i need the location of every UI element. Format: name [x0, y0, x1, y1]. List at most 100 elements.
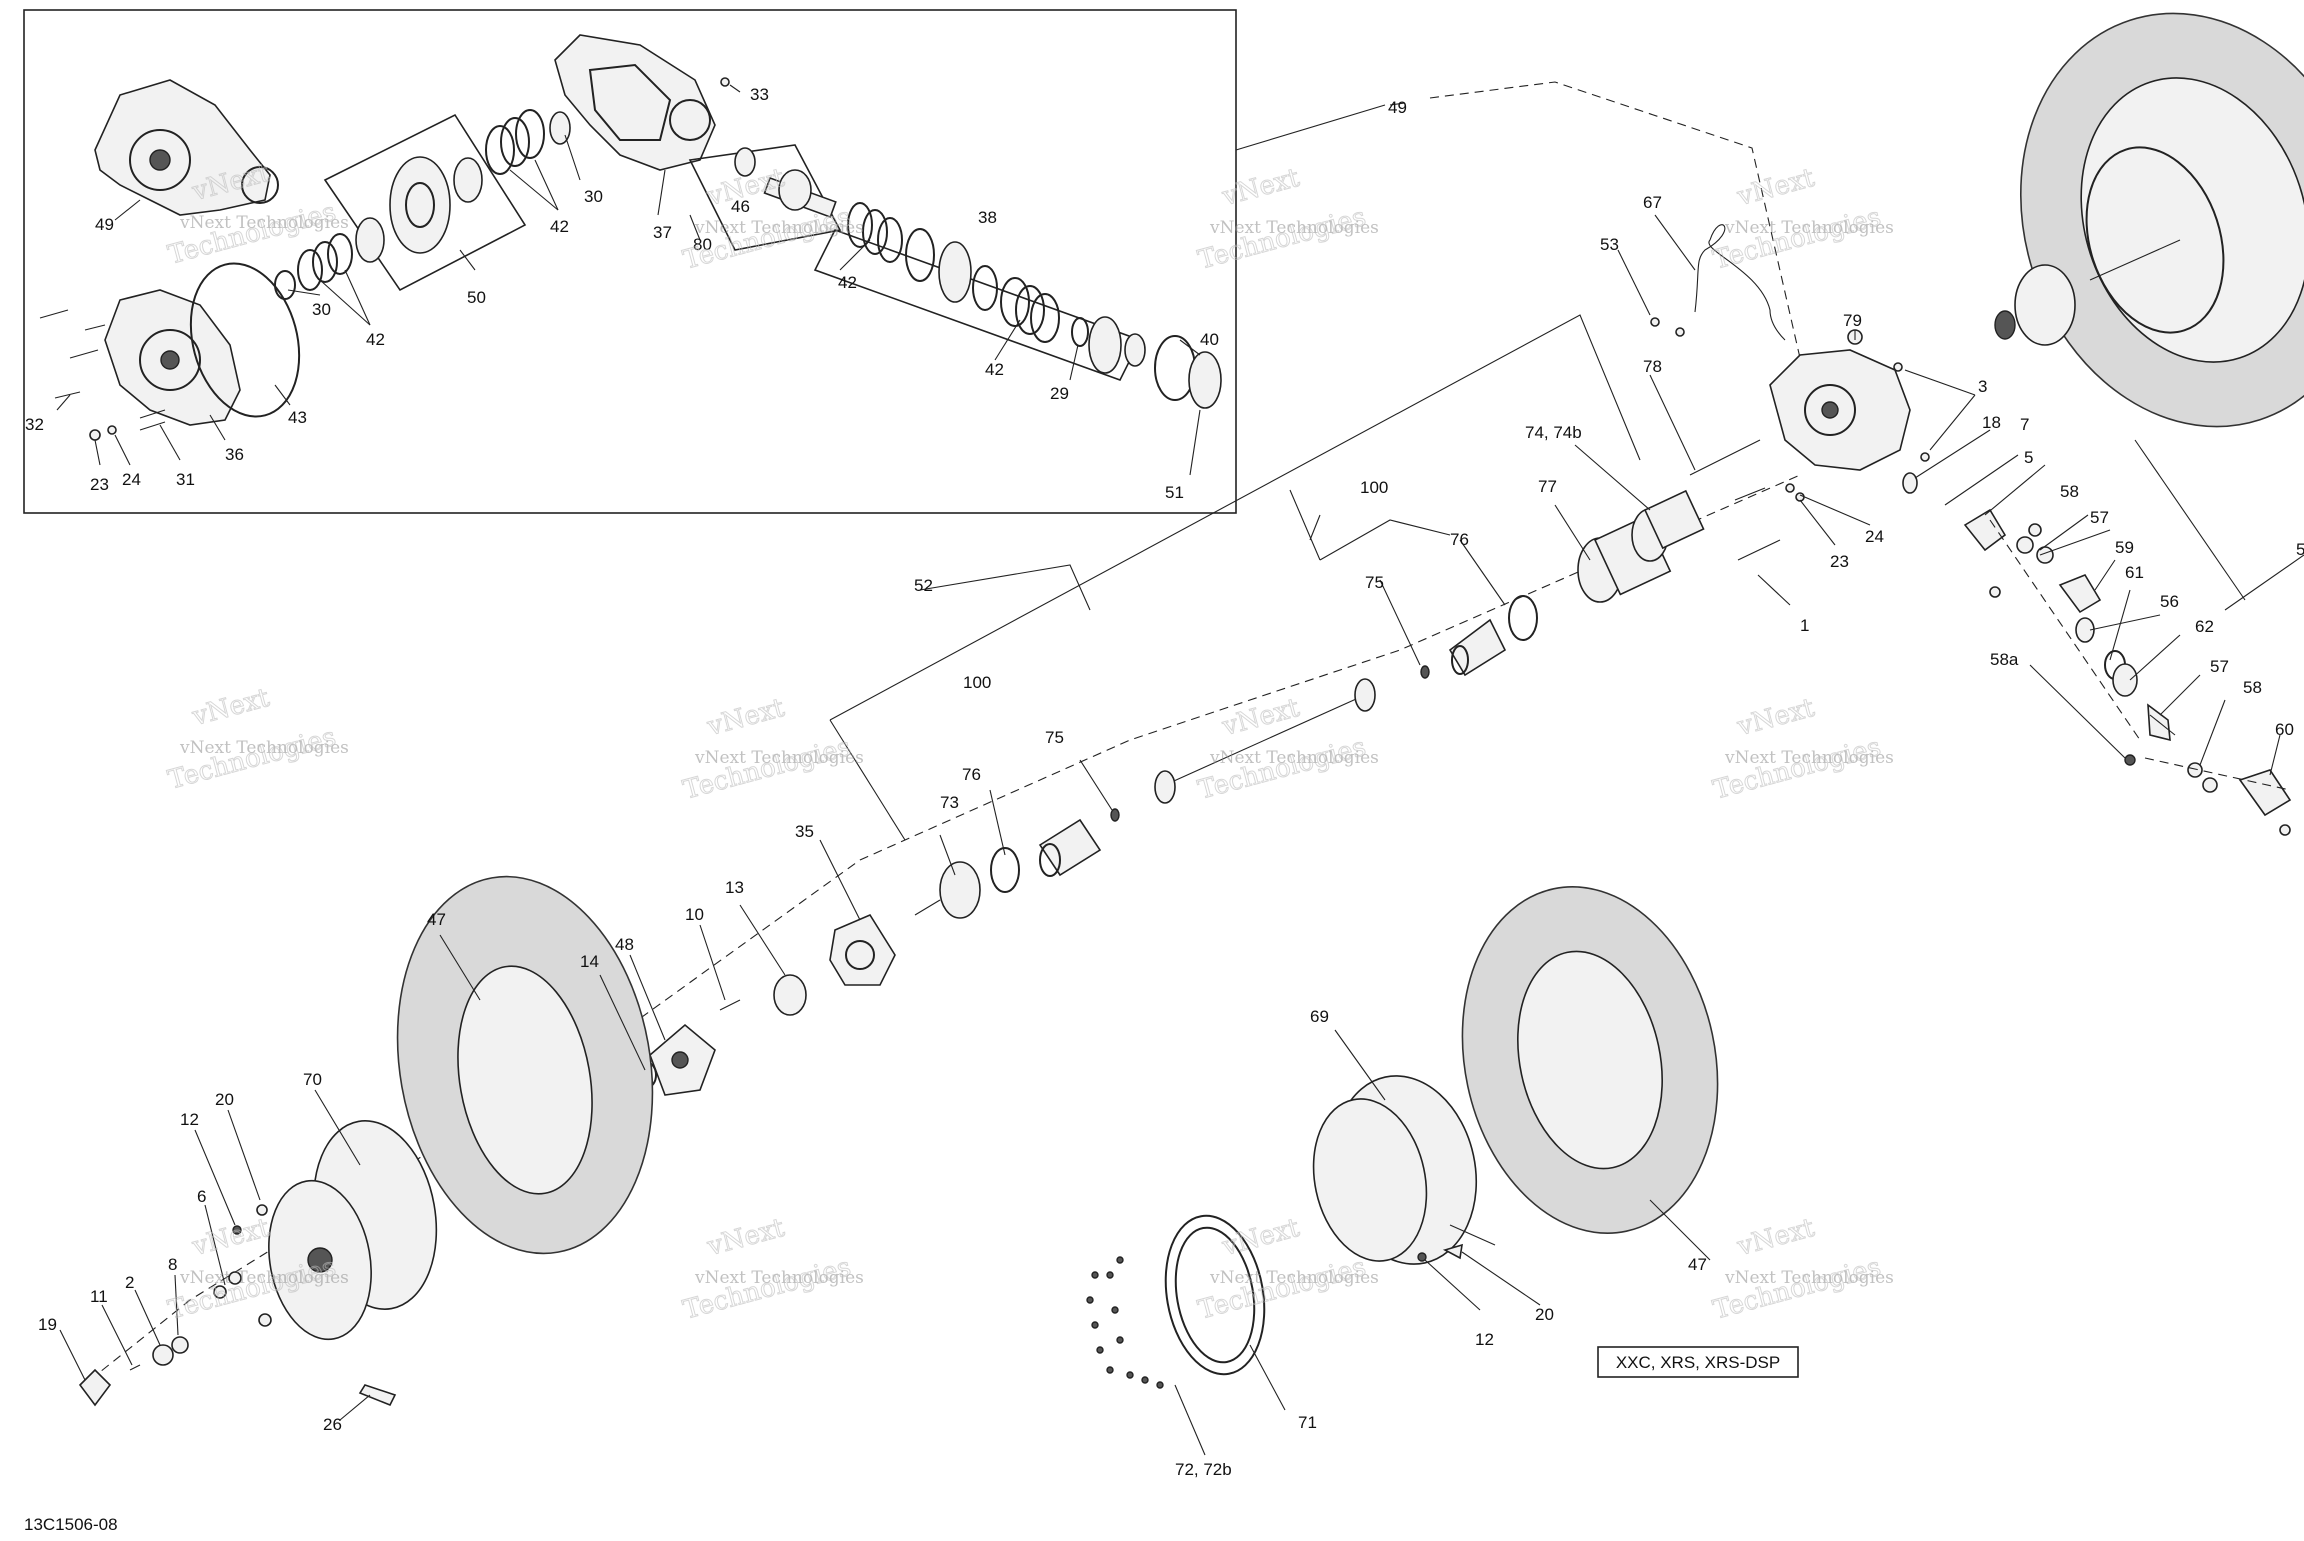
rings-42a	[297, 233, 353, 291]
callout-47b: 47	[1688, 1255, 1707, 1274]
callout-5: 5	[2024, 448, 2033, 467]
rings-42c	[847, 202, 903, 263]
clamp-76a	[1508, 595, 1538, 641]
watermark-technologies: Technologies	[1710, 1252, 1884, 1326]
cv-joint-73	[914, 861, 981, 919]
callout-32: 32	[25, 415, 44, 434]
callout-6: 6	[197, 1187, 206, 1206]
pin-11	[129, 1364, 141, 1371]
bracket-5	[2134, 439, 2246, 601]
rear-wheel-top-right	[1994, 12, 2304, 428]
bearing-assembly-38	[905, 228, 998, 311]
lug-nuts-6	[213, 1271, 272, 1327]
assembly-box-80	[688, 144, 842, 251]
callout-labels: 1 2 3 5 5 6 7 8 10 11 12 12 13 14 18 19 …	[25, 85, 2304, 1479]
stub-74	[1631, 489, 1705, 562]
cap-19	[78, 1368, 112, 1407]
yoke-59	[2058, 574, 2102, 614]
watermark-vnext: vNext	[1219, 693, 1304, 743]
assembly-box-38	[813, 229, 1142, 381]
watermark-text: vNext Technologies	[1724, 748, 1894, 768]
beadlock-ring-71	[1164, 1214, 1266, 1376]
watermark-technologies: Technologies	[1195, 732, 1369, 806]
bolts-72	[1086, 1256, 1164, 1389]
callout-37: 37	[653, 223, 672, 242]
callout-20b: 20	[1535, 1305, 1554, 1324]
watermark-vnext: vNext	[1219, 1213, 1304, 1263]
watermark-text: vNext Technologies	[694, 218, 864, 238]
callout-74: 74, 74b	[1525, 423, 1582, 442]
callout-30b: 30	[584, 187, 603, 206]
callout-40: 40	[1200, 330, 1219, 349]
cross-58b	[2187, 762, 2218, 793]
screw-53a	[1650, 317, 1660, 327]
callout-100a: 100	[1360, 478, 1388, 497]
callout-42d: 42	[985, 360, 1004, 379]
watermark-technologies: Technologies	[680, 202, 854, 276]
callout-60: 60	[2275, 720, 2294, 739]
leader-lines	[56, 84, 2281, 1456]
yoke-60	[2238, 769, 2292, 836]
valve-20b	[1442, 1243, 1463, 1260]
boot-75b	[1038, 818, 1102, 877]
nut-2	[152, 1344, 174, 1366]
caliper-35	[829, 913, 896, 986]
callout-52: 52	[914, 576, 933, 595]
clip-75b	[1110, 808, 1120, 822]
watermark-vnext: vNext	[704, 1213, 789, 1263]
watermark-text: vNext Technologies	[1724, 218, 1894, 238]
rim-70	[268, 1120, 438, 1341]
callout-46: 46	[731, 197, 750, 216]
watermark-vnext: vNext	[189, 1213, 274, 1263]
watermark-text: vNext Technologies	[1209, 748, 1379, 768]
valve-20a	[256, 1204, 268, 1216]
callout-23b: 23	[1830, 552, 1849, 571]
yoke-58	[1963, 508, 2007, 552]
bolt-upper	[1734, 487, 1766, 501]
bearing-30b	[549, 111, 571, 145]
rings-42b	[485, 109, 545, 175]
callout-12a: 12	[180, 1110, 199, 1129]
watermark-vnext: vNext	[1734, 693, 1819, 743]
callout-49b: 49	[1388, 98, 1407, 117]
bearing-30a	[274, 270, 296, 300]
bolts-32	[39, 309, 166, 431]
driveshaft-axis	[2144, 757, 2291, 791]
callout-42c: 42	[838, 273, 857, 292]
bearing-inner	[1088, 316, 1122, 374]
bearing-13	[773, 974, 807, 1016]
tire-47-right	[1461, 886, 1719, 1234]
watermark-text: vNext Technologies	[179, 1268, 349, 1288]
callout-76b: 76	[962, 765, 981, 784]
callout-70: 70	[303, 1070, 322, 1089]
callout-36: 36	[225, 445, 244, 464]
rings-42d	[1000, 277, 1060, 343]
washer-24	[107, 425, 117, 435]
callout-79: 79	[1843, 311, 1862, 330]
callout-58a: 58	[2060, 482, 2079, 501]
callout-75a: 75	[1365, 573, 1384, 592]
callout-10: 10	[685, 905, 704, 924]
nut-58c	[2124, 754, 2136, 766]
callout-33: 33	[750, 85, 769, 104]
watermark-technologies: Technologies	[1195, 1252, 1369, 1326]
watermark-technologies: Technologies	[1710, 732, 1884, 806]
variant-note: XXC, XRS, XRS-DSP	[1616, 1353, 1780, 1372]
nut-12a	[232, 1225, 242, 1235]
callout-56: 56	[2160, 592, 2179, 611]
watermark-vnext: vNext	[1734, 163, 1819, 213]
detail-inset-box	[23, 9, 1237, 514]
callout-2: 2	[125, 1273, 134, 1292]
watermark-text: vNext Technologies	[694, 748, 864, 768]
nut-inner	[1124, 333, 1146, 367]
screw-33	[720, 77, 730, 87]
callout-7: 7	[2020, 415, 2029, 434]
watermark-vnext: vNext	[189, 683, 274, 733]
callout-42a: 42	[366, 330, 385, 349]
watermark-vnext: vNext	[1219, 163, 1304, 213]
callout-12b: 12	[1475, 1330, 1494, 1349]
housing-cover-36	[104, 289, 241, 426]
callout-31: 31	[176, 470, 195, 489]
variant-note-box	[1597, 1346, 1799, 1378]
